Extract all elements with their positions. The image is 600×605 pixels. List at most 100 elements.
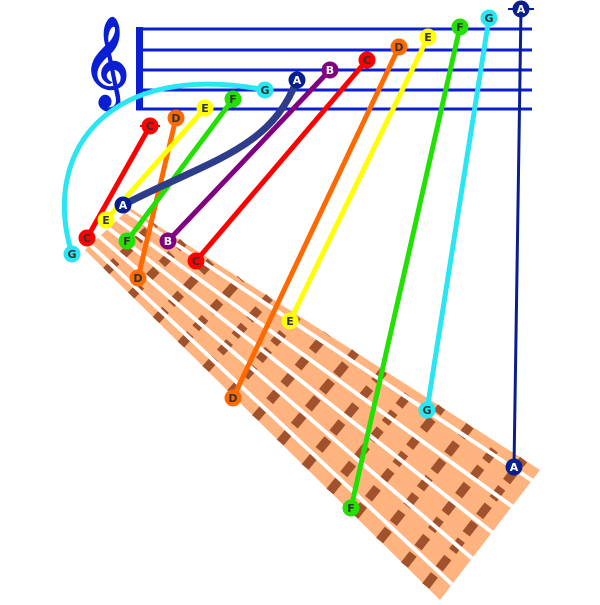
fret-note-f: F (342, 499, 360, 517)
fret-note-c: C (78, 229, 96, 247)
marker-dot (505, 458, 523, 476)
fret-note-a: A (505, 458, 523, 476)
fret-note-d: D (129, 269, 147, 287)
marker-label: C (363, 54, 371, 67)
marker-dot (78, 229, 96, 247)
connector-sA4 (121, 78, 301, 209)
marker-dot (97, 211, 115, 229)
marker-dot (159, 232, 177, 250)
fret (422, 456, 528, 589)
frets (103, 220, 528, 589)
fret-note-e: E (281, 312, 299, 330)
marker-label: D (171, 112, 180, 125)
marker-dot (288, 71, 306, 89)
marker-label: A (119, 199, 128, 212)
marker-label: G (260, 84, 269, 97)
string (107, 226, 494, 534)
marker-label: F (456, 21, 464, 34)
marker-dot (224, 389, 242, 407)
marker-dot (480, 9, 498, 27)
marker-label: G (67, 248, 76, 261)
string (89, 243, 454, 586)
marker-label: D (133, 272, 142, 285)
fret (227, 312, 302, 397)
staff-note-e: E (419, 28, 437, 46)
staff-note-f: F (451, 18, 469, 36)
marker-label: A (510, 461, 519, 474)
marker-dot (196, 99, 214, 117)
marker-label: F (229, 93, 237, 106)
staff-note-a: A (288, 71, 306, 89)
string (98, 235, 474, 560)
marker-dot (418, 401, 436, 419)
fret-note-f: F (118, 232, 136, 250)
fret (351, 404, 446, 519)
connector-sA5 (512, 8, 523, 468)
fret-note-g: G (418, 401, 436, 419)
marker-dot (281, 312, 299, 330)
marker-dot (224, 90, 242, 108)
fret-note-b: B (159, 232, 177, 250)
connector-sD5 (230, 44, 402, 401)
marker-dot (358, 51, 376, 69)
marker-label: A (517, 3, 526, 16)
marker-label: A (293, 74, 302, 87)
marker-label: B (164, 235, 172, 248)
fret-note-g: G (63, 245, 81, 263)
fret (376, 422, 474, 544)
connectors (61, 8, 523, 511)
fret (127, 238, 187, 299)
fret (152, 257, 216, 324)
connector-sC4 (84, 123, 153, 241)
marker-label: C (83, 232, 91, 245)
marker-label: E (424, 31, 432, 44)
marker-label: D (394, 41, 403, 54)
marker-dot (321, 61, 339, 79)
marker-dot (256, 81, 274, 99)
fret (276, 349, 359, 446)
marker-label: E (201, 102, 209, 115)
fret (400, 441, 503, 568)
staff-note-f: F (224, 90, 242, 108)
staff-note-g: G (480, 9, 498, 27)
marker-dot (114, 196, 132, 214)
marker-dot (141, 117, 159, 135)
marker-dot (390, 38, 408, 56)
fret (251, 330, 331, 421)
connector-sE5 (287, 34, 431, 324)
string (116, 218, 514, 509)
connector-sB4 (165, 67, 333, 244)
staff-note-c: C (141, 117, 159, 135)
staff: 𝄞 (83, 8, 534, 127)
marker-dot (187, 252, 205, 270)
staff-note-e: E (196, 99, 214, 117)
marker-label: F (347, 502, 355, 515)
staff-note-c: C (358, 51, 376, 69)
marker-label: E (286, 315, 294, 328)
staff-note-b: B (321, 61, 339, 79)
staff-note-a: A (512, 0, 530, 18)
fret-note-a: A (114, 196, 132, 214)
marker-dot (63, 245, 81, 263)
staff-note-d: D (390, 38, 408, 56)
connector-sF5 (348, 24, 463, 511)
marker-label: C (192, 255, 200, 268)
marker-label: G (422, 404, 431, 417)
marker-label: D (228, 392, 237, 405)
marker-label: G (484, 12, 493, 25)
marker-label: F (123, 235, 131, 248)
treble-clef-icon: 𝄞 (83, 16, 129, 113)
marker-label: B (326, 64, 334, 77)
fret-note-c: C (187, 252, 205, 270)
connector-sG5 (424, 15, 492, 413)
marker-dot (419, 28, 437, 46)
marker-dot (118, 232, 136, 250)
connector-sG4 (61, 81, 266, 255)
marker-dot (129, 269, 147, 287)
marker-dot (342, 499, 360, 517)
connector-sF4 (124, 96, 236, 244)
marker-dot (451, 18, 469, 36)
